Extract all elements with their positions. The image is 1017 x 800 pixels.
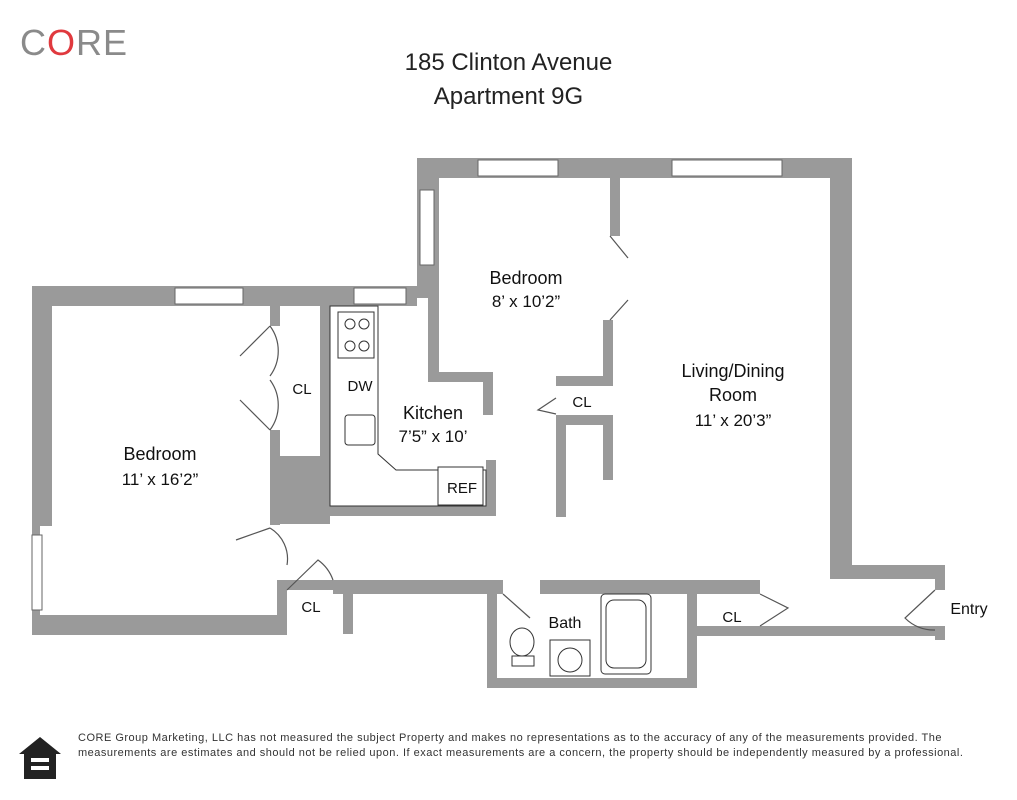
window-left-side: [31, 534, 43, 611]
wall-right: [830, 158, 852, 578]
wall-closet-bl-top: [277, 580, 333, 590]
burner: [344, 340, 356, 352]
core-logo: CORE: [20, 22, 129, 63]
door-bedroom: [235, 527, 289, 566]
vanity-sink: [557, 647, 583, 673]
closet-label-bottom-right: CL: [722, 609, 741, 626]
wall-bedroom-right-stub: [270, 306, 280, 326]
wall-left-bedroom-bottom: [32, 615, 277, 635]
wall-kitchen-stub: [483, 382, 493, 415]
room-size-top-bedroom: 8’ x 10’2”: [492, 292, 561, 311]
walls: [32, 158, 945, 688]
refrigerator: [437, 466, 484, 506]
closet-label-mid: CL: [572, 394, 591, 411]
refrigerator-label: REF: [447, 480, 477, 497]
apartment-unit: Apartment 9G: [433, 83, 584, 110]
tub-basin: [605, 599, 647, 669]
wall-kitchen-right: [486, 460, 496, 516]
entry-label: Entry: [950, 601, 987, 618]
door-closet-upper: [239, 325, 279, 377]
wall-closet-right: [603, 425, 613, 480]
door-entry: [904, 589, 936, 631]
windows: [31, 159, 783, 611]
window-left-bedroom: [174, 287, 244, 305]
toilet-bowl: [509, 627, 535, 657]
burner: [358, 340, 370, 352]
wall-kitchen-left: [320, 306, 330, 516]
wall-closet-bottom: [556, 415, 613, 425]
wall-topbed-kitchen: [428, 372, 493, 382]
wall-closet-bl-right: [343, 594, 353, 634]
window-top-left: [419, 189, 435, 266]
toilet-tank: [511, 655, 535, 667]
room-name-living-line2: Room: [709, 385, 757, 405]
wall-partition-mid: [603, 320, 613, 380]
door-closet-right: [759, 593, 790, 627]
wall-kitchen-bottom: [320, 506, 495, 516]
closet-label-bottom-left: CL: [301, 599, 320, 616]
room-size-left-bedroom: 11’ x 16’2”: [122, 470, 199, 489]
wall-bath-left: [487, 580, 497, 688]
property-address: 185 Clinton Avenue: [404, 49, 613, 76]
room-name-kitchen: Kitchen: [403, 403, 463, 423]
kitchen-sink: [344, 414, 376, 446]
wall-closet-left: [556, 425, 566, 517]
legal-disclaimer: CORE Group Marketing, LLC has not measur…: [78, 732, 964, 759]
door-bifold-upper: [609, 235, 629, 259]
wall-topbed-left-lower: [428, 298, 439, 378]
burner: [344, 318, 356, 330]
stove: [337, 311, 375, 359]
door-bath: [502, 593, 531, 619]
wall-partition-upper: [610, 178, 620, 236]
wall-bath-right: [687, 580, 697, 688]
burner: [358, 318, 370, 330]
room-size-kitchen: 7’5” x 10’: [399, 427, 468, 446]
door-closet-bl: [286, 559, 334, 591]
equal-housing-icon: [19, 737, 61, 779]
wall-entry-top: [830, 565, 945, 579]
wall-closet-bl-left: [277, 580, 287, 635]
dishwasher-label: DW: [348, 378, 374, 395]
wall-bath-bottom: [487, 678, 697, 688]
closet-label-bedroom: CL: [292, 381, 311, 398]
wall-cl-right-top: [697, 580, 760, 594]
door-closet-mid: [536, 397, 557, 415]
door-bifold-lower: [609, 299, 629, 321]
room-name-top-bedroom: Bedroom: [489, 268, 562, 288]
wall-closet-top: [556, 376, 613, 386]
wall-bottom-right: [697, 626, 945, 636]
wall-bedroom-right: [270, 430, 280, 525]
room-name-living-line1: Living/Dining: [681, 361, 784, 381]
door-closet-lower: [239, 379, 279, 431]
window-top-bedroom: [477, 159, 559, 177]
window-kitchen: [353, 287, 407, 305]
bath-fixtures: [509, 593, 652, 677]
room-name-bath: Bath: [549, 615, 582, 632]
floor-plan: Bedroom 11’ x 16’2” Bedroom 8’ x 10’2” K…: [31, 158, 988, 688]
wall-corridor-top-left: [333, 580, 503, 594]
room-size-living: 11’ x 20’3”: [695, 411, 772, 430]
kitchen-fixtures: [329, 305, 487, 507]
room-name-left-bedroom: Bedroom: [123, 444, 196, 464]
wall-entry-jamb: [935, 565, 945, 590]
wall-left-bedroom-left: [32, 286, 52, 526]
doors: [235, 235, 936, 631]
window-living: [671, 159, 783, 177]
